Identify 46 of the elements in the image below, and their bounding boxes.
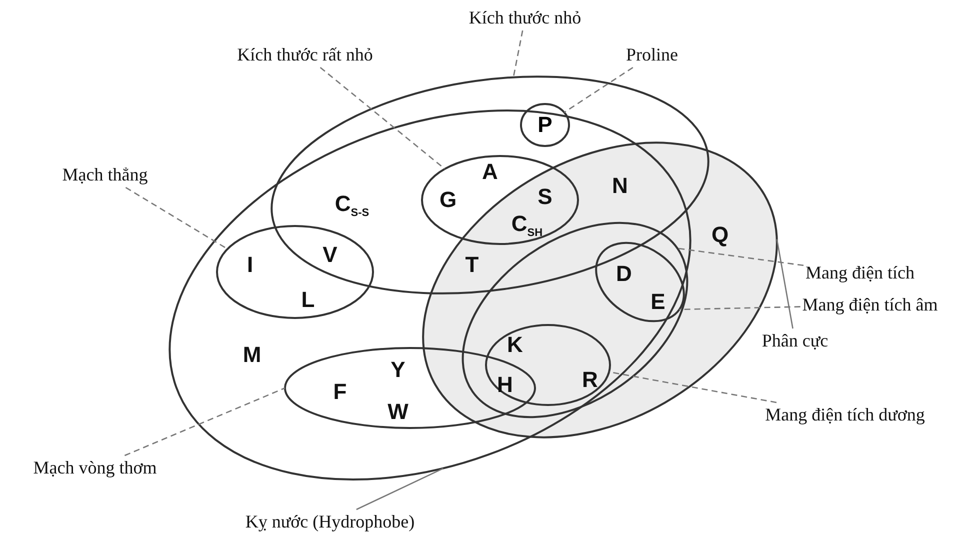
amino-acid-letter: Y <box>390 357 406 383</box>
leader-line <box>608 371 777 404</box>
amino-acid-letter: K <box>507 332 523 358</box>
category-label: Mang điện tích dương <box>765 404 925 426</box>
set-ellipse <box>216 225 374 319</box>
amino-acid-letter: E <box>650 289 666 315</box>
leader-line <box>776 239 794 329</box>
amino-acid-letter: D <box>616 261 632 287</box>
category-label: Kích thước rất nhỏ <box>237 44 373 66</box>
set-circle: P <box>520 103 570 147</box>
category-label: Phân cực <box>762 330 828 352</box>
amino-acid-letter: G <box>439 187 457 213</box>
set-ellipse <box>595 242 685 322</box>
leader-line <box>125 186 228 250</box>
amino-acid-letter: Q <box>711 222 729 248</box>
category-label: Mạch vòng thơm <box>33 458 157 478</box>
leader-line <box>677 248 804 266</box>
amino-acid-letter: A <box>482 159 498 185</box>
amino-acid-letter: H <box>497 372 513 398</box>
leader-line <box>679 306 800 310</box>
set-ellipse <box>421 155 579 245</box>
amino-acid-letter: S <box>538 184 552 210</box>
leader-line <box>320 67 446 170</box>
set-ellipse <box>485 324 611 406</box>
amino-acid-letter: F <box>333 379 347 405</box>
category-label: Kích thước nhỏ <box>468 8 582 28</box>
category-label: Mạch thẳng <box>62 164 148 186</box>
amino-acid-letter: T <box>465 252 479 278</box>
category-label: Kỵ nước (Hydrophobe) <box>245 512 415 532</box>
category-label: Proline <box>626 44 678 66</box>
category-label: Mang điện tích <box>806 262 914 284</box>
leader-line <box>124 387 286 456</box>
amino-acid-letter: I <box>246 252 254 278</box>
amino-acid-letter: R <box>582 367 598 393</box>
leader-line <box>564 66 634 113</box>
category-label: Mang điện tích âm <box>802 294 938 316</box>
amino-acid-letter: M <box>242 342 262 368</box>
set-ellipse <box>168 109 692 481</box>
amino-acid-letter: C$_{SH}$ <box>511 210 543 240</box>
amino-acid-letter: L <box>301 287 315 313</box>
leader-line <box>356 468 444 510</box>
amino-acid-letter: N <box>612 173 628 199</box>
amino-acid-letter: C$_{S-S}$ <box>334 190 370 220</box>
amino-acid-letter: W <box>388 399 408 425</box>
amino-acid-letter: V <box>322 242 338 268</box>
leader-line <box>512 30 524 78</box>
